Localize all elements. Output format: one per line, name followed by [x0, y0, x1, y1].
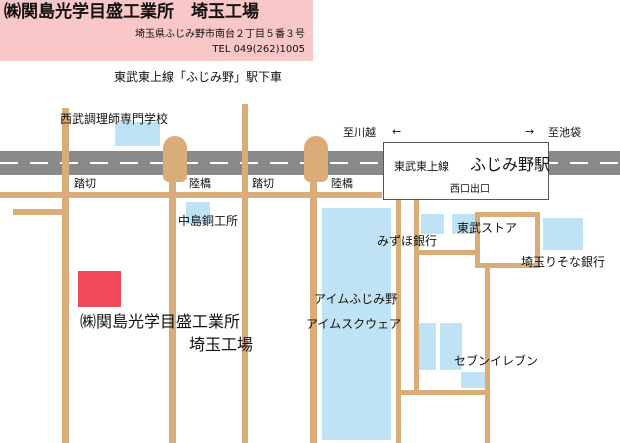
road-vertical-2 [169, 146, 176, 443]
station-box: 東武東上線 ふじみ野駅 西口出口 [383, 142, 551, 200]
road-vertical-5 [396, 199, 401, 443]
resona-building [543, 218, 583, 250]
small-building-a [419, 323, 436, 370]
school-building [115, 122, 160, 146]
aim-fujimino-building [322, 208, 391, 440]
company-tel: TEL 049(262)1005 [212, 44, 305, 55]
bridge-label-2: 陸橋 [331, 177, 353, 190]
footbridge-2-span [304, 151, 328, 175]
small-building-b [440, 323, 462, 370]
mizuho-label: みずほ銀行 [377, 234, 438, 248]
nakajima-building [186, 202, 210, 224]
direction-kawagoe: 至川越 [343, 126, 376, 139]
crossing-label-2: 踏切 [252, 177, 274, 190]
station-exit: 西口出口 [450, 184, 490, 195]
road-along-railway [0, 192, 382, 198]
road-west-branch [13, 209, 68, 215]
access-note: 東武東上線「ふじみ野」駅下車 [114, 70, 283, 84]
school-label: 西武調理師専門学校 [60, 112, 169, 126]
company-location-marker [78, 271, 121, 307]
footbridge-1-span [163, 151, 187, 175]
arrow-right-icon: → [525, 125, 535, 138]
tobu-store-label: 東武ストア [457, 221, 518, 235]
road-vertical-1 [62, 108, 69, 443]
bridge-label-1: 陸橋 [189, 177, 211, 190]
company-plant-label: 埼玉工場 [189, 335, 254, 354]
road-vertical-4 [310, 146, 317, 443]
crossing-1-span [62, 151, 69, 175]
crossing-label-1: 踏切 [74, 177, 96, 190]
resona-label: 埼玉りそな銀行 [521, 255, 606, 269]
crossing-2-span [242, 151, 248, 175]
seven-eleven-label: セブンイレブン [454, 354, 539, 368]
arrow-left-icon: ← [392, 125, 402, 138]
company-name-label: ㈱関島光学目盛工業所 [80, 312, 241, 331]
station-name: ふじみ野駅 [470, 155, 551, 174]
road-vertical-3 [242, 104, 248, 443]
company-address: 埼玉県ふじみ野市南台２丁目５番３号 [135, 29, 305, 40]
aim-label-2: アイムスクウェア [306, 317, 402, 331]
company-title: ㈱関島光学目盛工業所 埼玉工場 [4, 2, 259, 22]
nakajima-label: 中島銅工所 [178, 214, 239, 228]
road-east-station [414, 250, 479, 255]
building-small [452, 214, 475, 234]
road-south [401, 390, 490, 395]
aim-label-1: アイムふじみ野 [314, 292, 398, 306]
header-panel: ㈱関島光学目盛工業所 埼玉工場 埼玉県ふじみ野市南台２丁目５番３号 TEL 04… [0, 0, 313, 61]
mizuho-building [421, 214, 444, 234]
direction-ikebukuro: 至池袋 [548, 126, 581, 139]
seven-eleven-building [461, 372, 485, 388]
station-line: 東武東上線 [394, 160, 449, 173]
road-vertical-6 [414, 199, 419, 393]
road-vertical-7 [485, 263, 490, 443]
tobu-store-outline [475, 212, 540, 268]
